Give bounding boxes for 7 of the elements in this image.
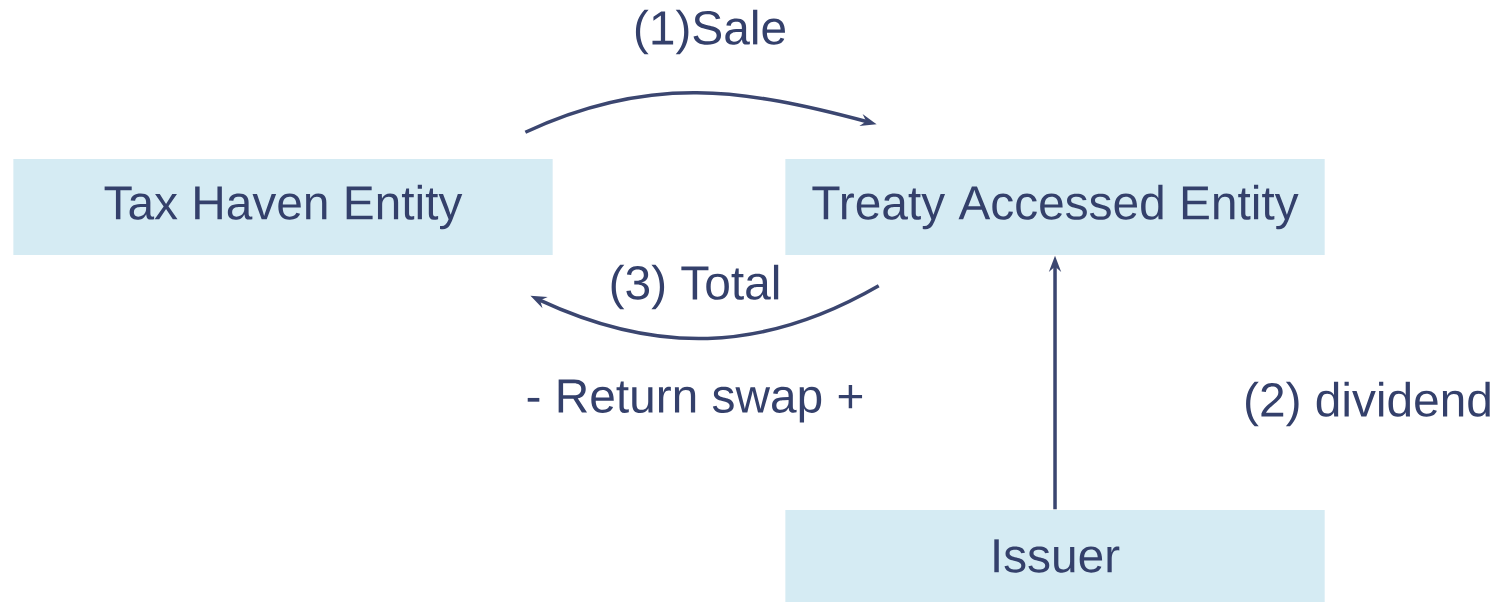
edge-label: (1)Sale <box>625 2 795 62</box>
note-label: - Return swap + <box>527 379 863 423</box>
entity-box: Issuer <box>785 510 1325 603</box>
edge-label: (2) dividend <box>1236 374 1500 434</box>
edge-label: (3) Total <box>601 257 789 317</box>
entity-box: Tax Haven Entity <box>13 159 553 256</box>
entity-box: Treaty Accessed Entity <box>785 159 1325 256</box>
